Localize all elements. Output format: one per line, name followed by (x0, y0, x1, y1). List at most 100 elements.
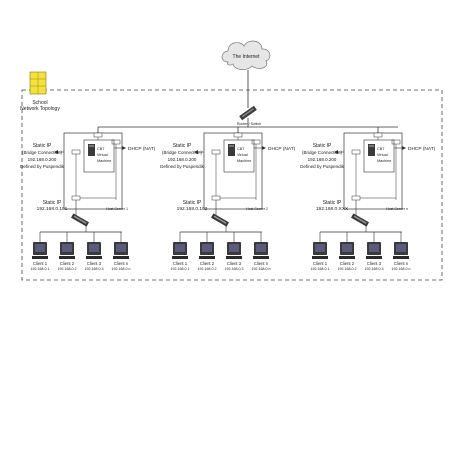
client-name: Client n (394, 261, 409, 266)
bridge-ip-label: 192.168.0.200 (308, 157, 337, 162)
client-ip: 192.168.0.n (112, 267, 131, 271)
client-computer-icon (366, 242, 382, 259)
dhcp-arrow-icon (402, 146, 406, 150)
static-ip-title: Static IP (33, 143, 52, 149)
client-name: Client n (114, 261, 129, 266)
host-server-box (343, 132, 403, 210)
client-computer-icon (312, 242, 328, 259)
client-computer-icon (393, 242, 409, 259)
client-ip: 192.168.0.3 (365, 267, 384, 271)
nic-top-icon (93, 132, 103, 138)
client-computer-icon (32, 242, 48, 259)
vm-computer-icon (368, 144, 375, 156)
vm-computer-icon (88, 144, 95, 156)
bridge-connection-label: (Bridge Connection) (302, 150, 343, 155)
virtual-machine-box (223, 139, 255, 173)
nic-bottom-icon (351, 195, 361, 201)
virtual-machine-box (363, 139, 395, 173)
nic-left-icon (351, 149, 361, 155)
client-computer-icon (172, 242, 188, 259)
nic-right-icon (251, 139, 261, 145)
bridge-arrow-icon (334, 150, 338, 154)
bridge-ip-label: 192.168.0.200 (28, 157, 57, 162)
static-ip-title: Static IP (173, 143, 192, 149)
vm-line3: Machine (97, 159, 111, 163)
host-server-box (203, 132, 263, 210)
host-static-title: Static IP (323, 200, 342, 206)
client-computer-icon (226, 242, 242, 259)
client-computer-icon (86, 242, 102, 259)
client-ip: 192.168.0.n (252, 267, 271, 271)
bridge-ip-label: 192.168.0.200 (168, 157, 197, 162)
host-static-title: Static IP (43, 200, 62, 206)
school-boundary (21, 89, 443, 281)
client-ip: 192.168.0.2 (198, 267, 217, 271)
internet-cloud-icon (221, 40, 271, 70)
client-ip: 192.168.0.3 (225, 267, 244, 271)
nic-top-icon (373, 132, 383, 138)
client-ip: 192.168.0.1 (311, 267, 330, 271)
vm-line1: CBT (377, 147, 385, 151)
client-name: Client 2 (200, 261, 215, 266)
nic-left-icon (211, 149, 221, 155)
client-computer-icon (113, 242, 129, 259)
client-ip: 192.168.0.1 (31, 267, 50, 271)
client-name: Client 3 (87, 261, 102, 266)
dhcp-label: DHCP (NAT) (128, 146, 156, 152)
dhcp-arrow-icon (122, 146, 126, 150)
client-computer-icon (59, 242, 75, 259)
host-ip-label: 192.168.0.102 (177, 206, 208, 212)
nic-bottom-icon (211, 195, 221, 201)
static-ip-title: Static IP (313, 143, 332, 149)
client-name: Client 2 (60, 261, 75, 266)
school-building-icon (29, 71, 47, 95)
host-server-box (63, 132, 123, 210)
defined-by-label: Defined by Puspendik (20, 164, 65, 169)
defined-by-label: Defined by Puspendik (160, 164, 205, 169)
client-name: Client 2 (340, 261, 355, 266)
host-server-label: Host Server 2 (246, 207, 268, 211)
host-server-label: Host Server n (386, 207, 408, 211)
nic-right-icon (391, 139, 401, 145)
bridge-connection-label: (Bridge Connection) (22, 150, 63, 155)
segment-switch-icon (210, 213, 230, 227)
vm-line1: CBT (237, 147, 245, 151)
nic-bottom-icon (71, 195, 81, 201)
client-name: Client 1 (33, 261, 48, 266)
client-ip: 192.168.0.3 (85, 267, 104, 271)
vm-line3: Machine (377, 159, 391, 163)
vm-computer-icon (228, 144, 235, 156)
nic-top-icon (233, 132, 243, 138)
client-ip: 192.168.0.2 (338, 267, 357, 271)
client-computer-icon (339, 242, 355, 259)
host-server-label: Host Server 1 (106, 207, 128, 211)
legend-line1: School (32, 100, 47, 106)
client-computer-icon (253, 242, 269, 259)
defined-by-label: Defined by Puspendik (300, 164, 345, 169)
client-computer-icon (199, 242, 215, 259)
nic-right-icon (111, 139, 121, 145)
vm-line2: Virtual (237, 153, 248, 157)
segment-switch-icon (70, 213, 90, 227)
dhcp-label: DHCP (NAT) (408, 146, 436, 152)
client-ip: 192.168.0.1 (171, 267, 190, 271)
internet-label: The Internet (233, 54, 261, 60)
host-ip-label: 192.168.0.101 (37, 206, 68, 212)
client-name: Client 1 (173, 261, 188, 266)
vm-line2: Virtual (97, 153, 108, 157)
segment-switch-icon (350, 213, 370, 227)
client-name: Client 3 (367, 261, 382, 266)
dhcp-arrow-icon (262, 146, 266, 150)
host-ip-label: 192.168.0.XXX (316, 206, 349, 212)
router-label: Router / Switch (237, 122, 261, 126)
vm-line2: Virtual (377, 153, 388, 157)
vm-line1: CBT (97, 147, 105, 151)
virtual-machine-box (83, 139, 115, 173)
client-name: Client 3 (227, 261, 242, 266)
bridge-arrow-icon (54, 150, 58, 154)
